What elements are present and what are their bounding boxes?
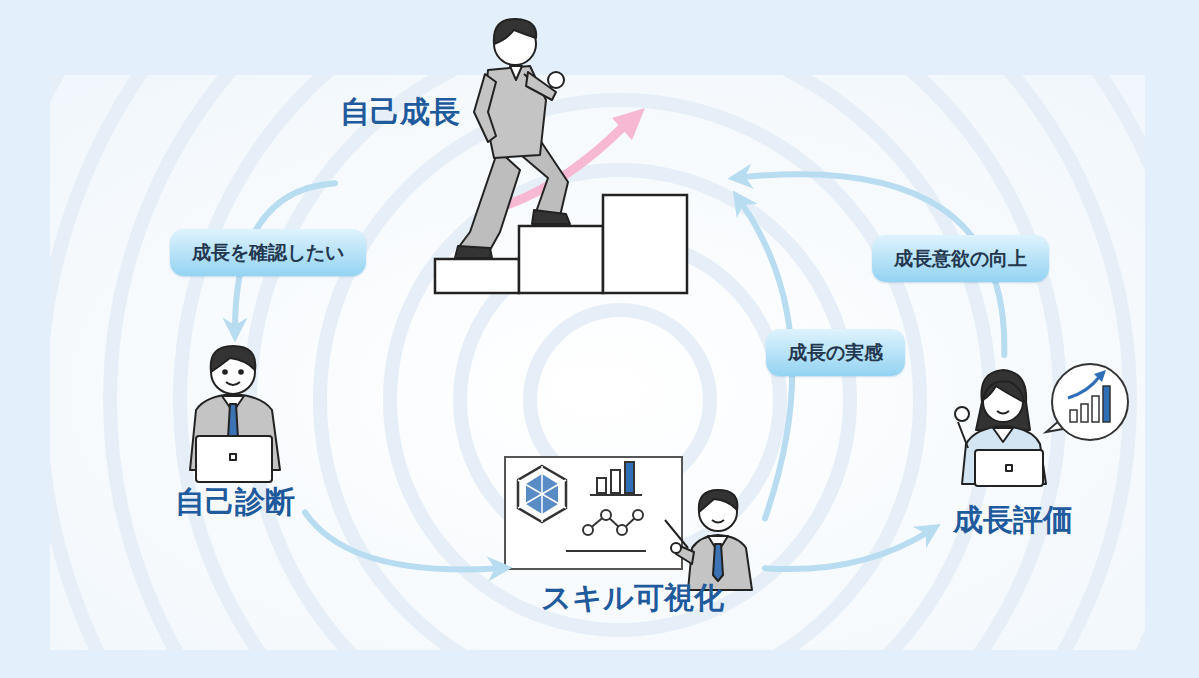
stage-label: 成長評価 — [953, 502, 1073, 538]
stage-label: 自己成長 — [340, 94, 460, 130]
growth-bubble-part — [1081, 404, 1088, 422]
diagnosis-man — [190, 346, 280, 482]
skill-board-part — [566, 550, 646, 552]
growth-bubble-part — [1070, 410, 1077, 422]
evaluation-woman-part — [997, 411, 1009, 414]
growth-bubble-part — [1092, 396, 1099, 422]
background-ring — [180, 75, 1060, 650]
climbing-man-part — [458, 150, 520, 250]
skill-board — [505, 457, 682, 569]
growth-bubble-part — [1103, 386, 1110, 422]
skill-board-part — [617, 525, 627, 535]
stage-group: 自己成長 — [335, 8, 740, 300]
diagnosis-man-part — [239, 370, 243, 374]
presenter-man-part — [712, 520, 724, 523]
stairs-part — [603, 195, 687, 293]
climbing-man-part — [548, 72, 564, 88]
presenter-man — [665, 490, 752, 590]
stage-label: 自己診断 — [175, 484, 295, 520]
diagnosis-man-part — [196, 436, 272, 482]
skill-board-part — [597, 478, 606, 493]
background-ring — [50, 75, 1145, 650]
presenter-man-part — [713, 544, 723, 581]
evaluation-woman-part — [983, 382, 1023, 422]
climbing-man-part — [510, 66, 522, 80]
skill-board-part — [518, 480, 566, 508]
presenter-man-part — [699, 490, 738, 512]
edge-label-pill: 成長意欲の向上 — [872, 235, 1049, 282]
diagnosis-man-part — [211, 346, 256, 372]
edge-label-pill: 成長の実感 — [766, 329, 905, 376]
climbing-man-part — [455, 246, 492, 258]
climbing-man — [455, 19, 570, 258]
evaluation-woman-part — [976, 370, 1030, 430]
skill-board-part — [588, 515, 638, 530]
skill-board-part — [590, 494, 642, 496]
skill-board-part — [625, 462, 634, 493]
evaluation-woman-part — [975, 450, 1043, 486]
skill-board-part — [611, 470, 620, 493]
climbing-man-part — [494, 19, 536, 44]
stage-group: 自己診断 — [165, 330, 305, 522]
stage-group: スキル可視化 — [500, 452, 765, 618]
stage-label: スキル可視化 — [541, 580, 724, 616]
skill-board-part — [505, 457, 682, 569]
diagnosis-man-part — [230, 454, 236, 460]
cycle-arrow — [305, 512, 500, 569]
presenter-man-part — [671, 543, 681, 553]
diagnosis-man-part — [226, 382, 240, 385]
evaluation-woman — [955, 370, 1046, 486]
diagnosis-man-part — [223, 370, 227, 374]
evaluation-woman-part — [1006, 465, 1012, 471]
edge-label-pill: 成長を確認したい — [170, 229, 366, 276]
stage-group: 成長評価 — [930, 355, 1095, 540]
background-ring — [50, 75, 1145, 650]
growth-bubble-part — [1094, 370, 1106, 382]
growth-bubble-part — [1068, 376, 1100, 398]
background-ring — [110, 75, 1130, 650]
background-ring — [50, 75, 1145, 650]
skill-board-part — [518, 466, 566, 522]
evaluation-woman-part — [993, 428, 1013, 442]
evaluation-woman-part — [983, 381, 1024, 402]
growth-bubble — [1046, 364, 1128, 440]
climbing-man-part — [474, 74, 496, 142]
skill-board-part — [583, 525, 593, 535]
background-ring — [390, 170, 850, 630]
stairs-part — [435, 259, 519, 293]
background-ring — [250, 75, 990, 650]
skill-board-part — [518, 480, 566, 508]
growth-arrow-part — [612, 108, 645, 140]
evaluation-woman-part — [955, 407, 969, 421]
stairs-part — [519, 226, 603, 293]
skill-board-part — [633, 510, 643, 520]
background-rings — [50, 75, 1145, 650]
skill-board-part — [601, 510, 611, 520]
evaluation-woman-part — [958, 422, 968, 448]
climbing-man-part — [532, 210, 570, 224]
growth-bubble-part — [1052, 364, 1128, 440]
cycle-arrow — [765, 531, 930, 569]
